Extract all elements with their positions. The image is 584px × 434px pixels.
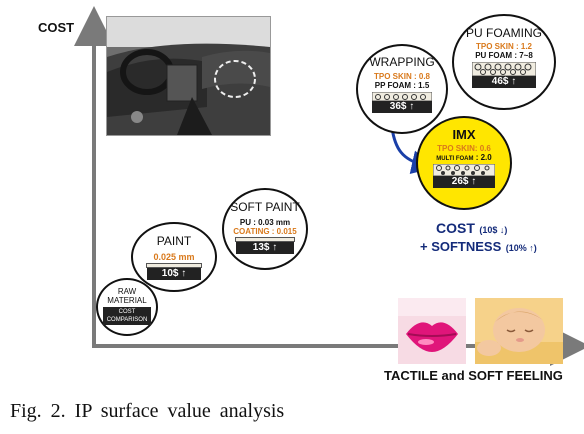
paint-bubble: PAINT 0.025 mm 10$ ↑ [131,222,217,292]
imx-bubble: IMX TPO SKIN: 0.6 MULTI FOAM : 2.0 26$ ↑ [416,116,512,210]
raw-material-bubble: RAW MATERIAL COST COMPARISON [96,278,158,336]
cost-benefit-label: COST [436,220,475,236]
soft-paint-cost: 13$ ↑ [236,242,294,254]
pu-foaming-foam-layer [472,62,536,76]
wrapping-foam-layer [372,92,432,101]
wrapping-cost: 36$ ↑ [372,101,432,113]
soft-paint-spec1: PU : 0.03 mm [239,218,291,227]
lips-image [398,298,466,364]
softness-benefit-note: (10% ↑) [505,243,537,253]
soft-paint-title: SOFT PAINT [230,200,300,214]
pu-foaming-spec2: PU FOAM : 7~8 [475,51,533,60]
raw-material-label-line2: MATERIAL [107,296,147,305]
imx-spec2: MULTI FOAM : 2.0 [418,153,510,162]
imx-spec1: TPO SKIN: 0.6 [437,144,491,153]
imx-spec2-label: MULTI FOAM [436,156,474,162]
cost-comparison-line2: COMPARISON [106,317,148,323]
soft-paint-layer [235,237,295,242]
imx-cost: 26$ ↑ [433,176,495,188]
pu-foaming-bubble: PU FOAMING TPO SKIN : 1.2 PU FOAM : 7~8 … [452,14,556,110]
soft-paint-spec2: COATING : 0.015 [233,227,297,236]
paint-cost: 10$ ↑ [147,268,201,280]
wrapping-spec1: TPO SKIN : 0.8 [373,72,430,81]
softness-benefit-line: + SOFTNESS (10% ↑) [420,238,537,256]
wrapping-title: WRAPPING [369,55,435,69]
imx-title: IMX [452,127,476,142]
paint-layer [146,263,202,268]
car-interior-image [106,16,271,136]
sleeping-baby-image [475,298,563,364]
imx-foam-layer [433,164,495,176]
figure-caption: Fig. 2. IP surface value analysis [10,400,285,422]
x-axis-label: TACTILE and SOFT FEELING [384,368,563,383]
raw-material-label-line1: RAW [117,287,137,296]
softness-benefit-label: + SOFTNESS [420,239,502,254]
cost-comparison-line1: COST [118,309,136,315]
pu-foaming-spec1: TPO SKIN : 1.2 [475,42,532,51]
wrapping-spec2: PP FOAM : 1.5 [374,81,430,90]
wrapping-bubble: WRAPPING TPO SKIN : 0.8 PP FOAM : 1.5 36… [356,44,448,134]
paint-title: PAINT [156,234,192,248]
soft-paint-bubble: SOFT PAINT PU : 0.03 mm COATING : 0.015 … [222,188,308,270]
y-axis-label: COST [38,20,75,35]
cost-benefit-note: (10$ ↓) [479,225,508,235]
imx-spec2-value: : 2.0 [473,153,492,162]
pu-foaming-cost: 46$ ↑ [472,76,536,88]
pu-foaming-title: PU FOAMING [465,26,542,40]
cost-benefit-line: COST (10$ ↓) [436,220,507,238]
cost-comparison-bar: COST COMPARISON [103,307,151,325]
paint-spec: 0.025 mm [153,252,195,262]
